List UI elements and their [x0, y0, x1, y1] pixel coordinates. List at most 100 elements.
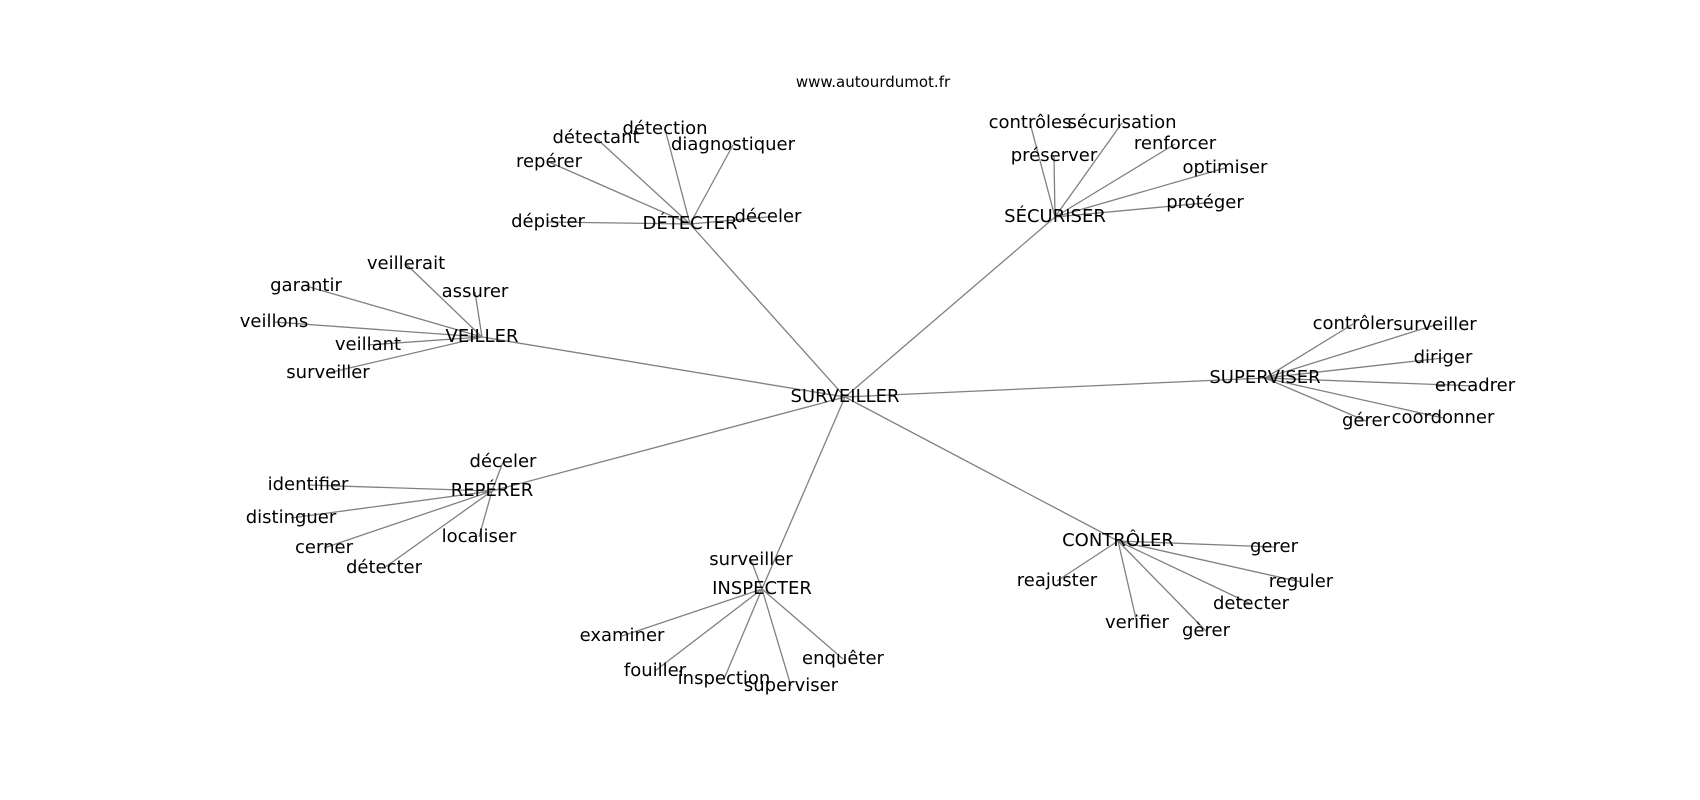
edge-surveiller-reperer [491, 396, 846, 492]
node-v1: veillerait [367, 253, 445, 274]
edge-securiser-s4 [1054, 143, 1176, 218]
node-c5: verifier [1105, 612, 1170, 633]
node-c1: gerer [1250, 536, 1299, 557]
node-s6: protéger [1166, 192, 1244, 213]
edge-reperer-r3 [290, 490, 493, 519]
site-label: www.autourdumot.fr [796, 73, 951, 91]
node-d1: détection [622, 118, 707, 139]
edge-detecter-d3 [689, 144, 734, 225]
node-sp4: encadrer [1435, 375, 1516, 396]
edge-securiser-s3 [1053, 155, 1056, 218]
edge-surveiller-detecter [689, 223, 846, 398]
edge-surveiller-securiser [844, 216, 1056, 398]
node-surveiller: SURVEILLER [790, 386, 899, 407]
node-v5: veillant [335, 334, 401, 355]
node-d4: repérer [516, 151, 583, 172]
edge-veiller-v4 [273, 321, 483, 338]
node-s5: optimiser [1183, 157, 1268, 178]
edge-detecter-d5 [547, 221, 691, 225]
edge-controler-c1 [1117, 540, 1275, 548]
edge-inspecter-i2 [621, 588, 763, 637]
edge-reperer-r4 [478, 490, 493, 538]
edge-controler-c5 [1117, 540, 1138, 624]
node-r1: déceler [470, 451, 538, 472]
edge-superviser-sp4 [1264, 377, 1476, 387]
node-i3: enquêter [802, 648, 885, 669]
edge-inspecter-i4 [654, 588, 763, 672]
edge-superviser-sp1 [1264, 323, 1354, 379]
node-s2: sécurisation [1067, 112, 1176, 133]
node-i5: inspection [678, 668, 771, 689]
edge-superviser-sp3 [1264, 357, 1444, 379]
node-v4: veillons [240, 311, 309, 332]
node-r6: détecter [346, 557, 423, 578]
edge-controler-c6 [1117, 540, 1207, 632]
edge-inspecter-i1 [750, 559, 763, 590]
node-sp1: contrôler [1313, 313, 1394, 334]
edge-detecter-d6 [689, 216, 769, 225]
edge-superviser-sp2 [1264, 324, 1436, 379]
edge-inspecter-i6 [761, 588, 792, 687]
node-detecter: DÉTECTER [642, 212, 737, 234]
edge-detecter-d1 [664, 128, 691, 225]
node-c6: gèrer [1182, 620, 1231, 641]
edge-superviser-sp6 [1264, 377, 1444, 419]
node-sp2: surveiller [1393, 314, 1477, 335]
edge-inspecter-i5 [723, 588, 763, 680]
node-i2: examiner [580, 625, 665, 646]
edge-inspecter-i3 [761, 588, 844, 660]
edge-controler-c2 [1056, 540, 1119, 582]
node-securiser: SÉCURISER [1004, 205, 1106, 227]
node-s4: renforcer [1134, 133, 1217, 154]
node-r2: identifier [268, 474, 349, 495]
edge-surveiller-inspecter [761, 396, 846, 590]
edge-surveiller-controler [844, 396, 1119, 542]
node-sp6: coordonner [1392, 407, 1495, 428]
edge-controler-c4 [1117, 540, 1252, 605]
node-v6: surveiller [286, 362, 370, 383]
edge-detecter-d2 [595, 137, 691, 225]
node-reperer: REPÉRER [451, 479, 534, 501]
edge-securiser-s1 [1029, 122, 1056, 218]
node-veiller: VEILLER [446, 326, 519, 347]
edge-securiser-s5 [1054, 167, 1226, 218]
edge-veiller-v6 [327, 336, 483, 374]
edge-reperer-r1 [491, 461, 504, 492]
edge-surveiller-superviser [844, 377, 1266, 398]
edge-veiller-v5 [367, 336, 483, 346]
edge-securiser-s6 [1054, 202, 1206, 218]
node-i4: fouiller [624, 660, 687, 681]
node-r4: localiser [442, 526, 517, 547]
node-s3: préserver [1011, 145, 1098, 166]
node-c4: detecter [1213, 593, 1290, 614]
edges-layer [273, 122, 1476, 687]
edge-veiller-v3 [474, 291, 483, 338]
node-c2: reajuster [1017, 570, 1098, 591]
edge-reperer-r5 [323, 490, 493, 549]
node-c3: reguler [1269, 571, 1334, 592]
edge-detecter-d4 [548, 161, 691, 225]
edge-reperer-r6 [383, 490, 493, 569]
node-controler: CONTRÔLER [1062, 529, 1174, 551]
edge-surveiller-veiller [481, 336, 846, 398]
edge-securiser-s2 [1054, 122, 1123, 218]
node-r5: cerner [295, 537, 354, 558]
node-superviser: SUPERVISER [1209, 367, 1320, 388]
node-sp5: gérer [1342, 410, 1391, 431]
edge-controler-c3 [1117, 540, 1302, 583]
edge-veiller-v1 [405, 263, 483, 338]
node-inspecter: INSPECTER [712, 578, 812, 599]
node-v3: assurer [442, 281, 509, 302]
node-sp3: diriger [1414, 347, 1473, 368]
node-i1: surveiller [709, 549, 793, 570]
node-d6: déceler [735, 206, 803, 227]
edge-reperer-r2 [307, 484, 493, 492]
edge-veiller-v2 [305, 285, 483, 338]
node-i6: superviser [744, 675, 839, 696]
edge-superviser-sp5 [1264, 377, 1367, 422]
node-d2: détectant [552, 127, 639, 148]
node-r3: distinguer [246, 507, 337, 528]
node-d5: dépister [511, 211, 585, 232]
nodes-layer: SURVEILLER DÉTECTER SÉCURISER VEILLER SUPERV… [240, 112, 1516, 696]
